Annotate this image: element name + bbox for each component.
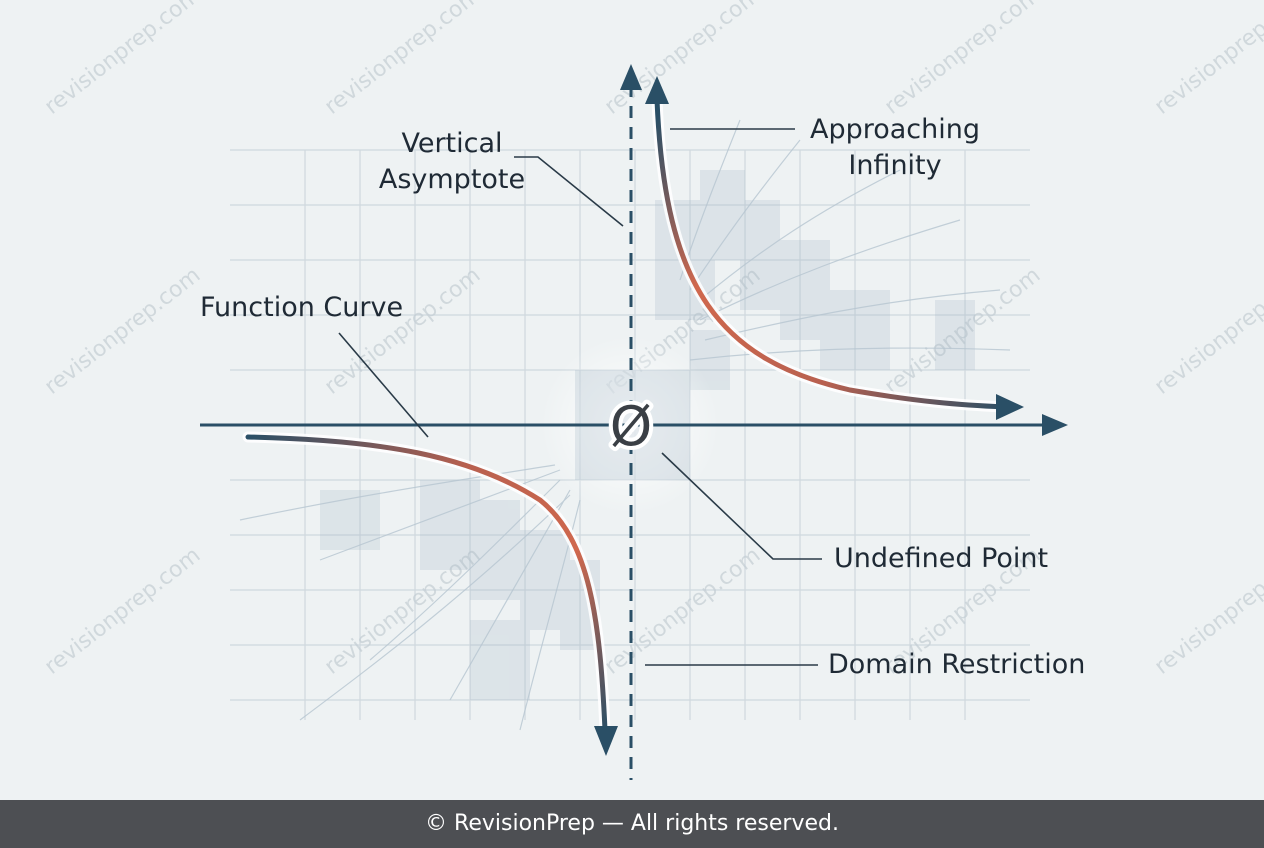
function-curve-label: Function Curve [200, 292, 404, 323]
curve-upper-arrow [645, 76, 669, 104]
distortion-panels [320, 170, 975, 700]
function-curve-upper-branch [654, 97, 1008, 410]
copyright-footer: © RevisionPrep — All rights reserved. [0, 800, 1264, 848]
vertical-asymptote-label-line1: Vertical [401, 128, 503, 159]
approaching-infinity-label-line2: Infinity [848, 150, 942, 181]
diagram-area: revisionprep.com revisionprep.com revisi… [40, 0, 1264, 780]
vertical-asymptote-label: Vertical Asymptote [362, 126, 542, 198]
undefined-point-leader [661, 452, 822, 560]
approaching-infinity-label: Approaching Infinity [800, 112, 990, 184]
asymptote-diagram: Ø Ø [200, 64, 1068, 780]
function-curve-leader [338, 332, 429, 438]
approaching-infinity-label-line1: Approaching [809, 114, 981, 145]
undefined-point-label: Undefined Point [834, 543, 1049, 574]
undefined-point-symbol: Ø [610, 395, 653, 458]
curve-lower-arrow [594, 726, 618, 756]
function-curve-lower-branch [245, 434, 608, 733]
curve-right-arrow [996, 394, 1024, 420]
domain-restriction-label: Domain Restriction [828, 649, 1086, 680]
vertical-asymptote-leader [514, 156, 624, 227]
asymptote-arrow [620, 64, 642, 90]
x-axis-arrow [1042, 414, 1068, 436]
vertical-asymptote-label-line2: Asymptote [378, 164, 526, 195]
undefined-symbol-halo: Ø [610, 395, 653, 458]
